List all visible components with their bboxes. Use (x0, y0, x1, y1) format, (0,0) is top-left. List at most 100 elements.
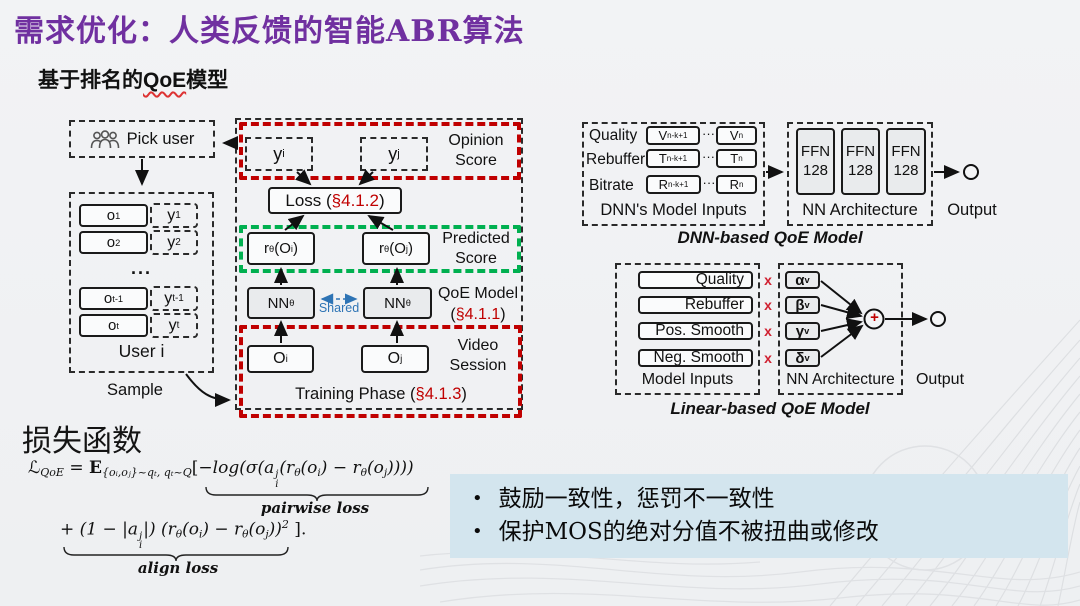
opinion-score-box (239, 122, 521, 180)
subtitle-prefix: 基于排名的 (38, 67, 143, 92)
linear-input-quality: Quality (638, 271, 753, 289)
subtitle-qoe: QoE (143, 69, 187, 92)
dnn-rebuffer-dots: ··· (702, 149, 715, 164)
rows-ellipsis: ... (130, 258, 152, 278)
bullet-dot: • (472, 521, 483, 542)
o-label: o (108, 317, 117, 334)
linear-input-neg-smooth: Neg. Smooth (638, 349, 753, 367)
callout-bullet-2: • 保护MOS的绝对分值不被扭曲或修改 (472, 516, 1058, 549)
loss-section-ref: §4.1.2 (331, 190, 379, 210)
loss-box: Loss (§4.1.2) (268, 187, 402, 214)
dnn-caption: DNN-based QoE Model (677, 228, 863, 247)
training-section-ref: §4.1.3 (415, 385, 462, 403)
dnn-arch-label: NN Architecture (802, 201, 918, 219)
loss-label: Loss ( (285, 190, 332, 210)
pick-user-label: Pick user (126, 129, 195, 148)
subtitle-suffix: 模型 (186, 67, 229, 92)
dnn-row-label-quality: Quality (589, 127, 638, 144)
training-outer-box (235, 118, 523, 410)
page-title: 需求优化：人类反馈的智能ABR算法 (14, 14, 525, 49)
dnn-inputs-box (582, 122, 765, 226)
linear-inputs-label: Model Inputs (641, 371, 734, 388)
times-mark-3: x (764, 323, 772, 339)
yi-label: y (273, 143, 283, 164)
arrow-sample-curve (185, 373, 231, 407)
callout-text-1: 鼓励一致性，惩罚不一致性 (498, 486, 775, 513)
bullet-dot: • (472, 488, 483, 510)
times-mark-2: x (764, 297, 772, 313)
sample-label: Sample (107, 381, 163, 399)
yj-label: y (388, 143, 398, 164)
pairwise-underbrace (205, 486, 429, 502)
linear-output-node (930, 311, 946, 327)
linear-output-label: Output (915, 371, 965, 388)
dnn-row-label-bitrate: Bitrate (589, 177, 634, 194)
linear-caption: Linear-based QoE Model (670, 399, 870, 418)
users-icon (90, 129, 119, 148)
callout-bullet-1: • 鼓励一致性，惩罚不一致性 (472, 483, 1058, 516)
linear-arch-label: NN Architecture (786, 371, 895, 388)
linear-input-pos-smooth: Pos. Smooth (638, 322, 753, 340)
align-loss-label: align loss (137, 559, 219, 577)
dnn-output-node (963, 164, 979, 180)
y-label: y (167, 233, 176, 251)
video-session-box (239, 325, 522, 418)
o-label: o (103, 290, 113, 307)
o-label: o (106, 207, 116, 224)
callout-text-2: 保护MOS的绝对分值不被扭曲或修改 (498, 519, 879, 545)
y-label: y (168, 316, 177, 334)
dnn-bitrate-dots: ··· (702, 175, 716, 190)
linear-inputs-box (615, 263, 760, 395)
dnn-output-label: Output (947, 201, 997, 219)
shared-label: Shared (318, 301, 360, 315)
takeaway-callout: • 鼓励一致性，惩罚不一致性 • 保护MOS的绝对分值不被扭曲或修改 (450, 474, 1068, 558)
o-label: o (106, 234, 116, 251)
dnn-inputs-label: DNN's Model Inputs (600, 201, 747, 219)
dnn-arch-box (787, 122, 933, 226)
times-mark-4: x (764, 350, 772, 366)
pick-user-box: Pick user (69, 120, 215, 158)
dnn-row-label-rebuffer: Rebuffer (586, 151, 646, 168)
y-label: y (167, 206, 176, 224)
dnn-quality-dots: ··· (702, 126, 715, 141)
sum-plus-label: + (870, 309, 879, 326)
loss-heading: 损失函数 (22, 424, 142, 459)
training-phase-label: Training Phase (§4.1.3) (295, 385, 467, 403)
linear-input-rebuffer: Rebuffer (638, 296, 753, 314)
align-underbrace (63, 546, 289, 562)
user-i-label: User i (118, 341, 165, 361)
times-mark-1: x (764, 272, 772, 288)
